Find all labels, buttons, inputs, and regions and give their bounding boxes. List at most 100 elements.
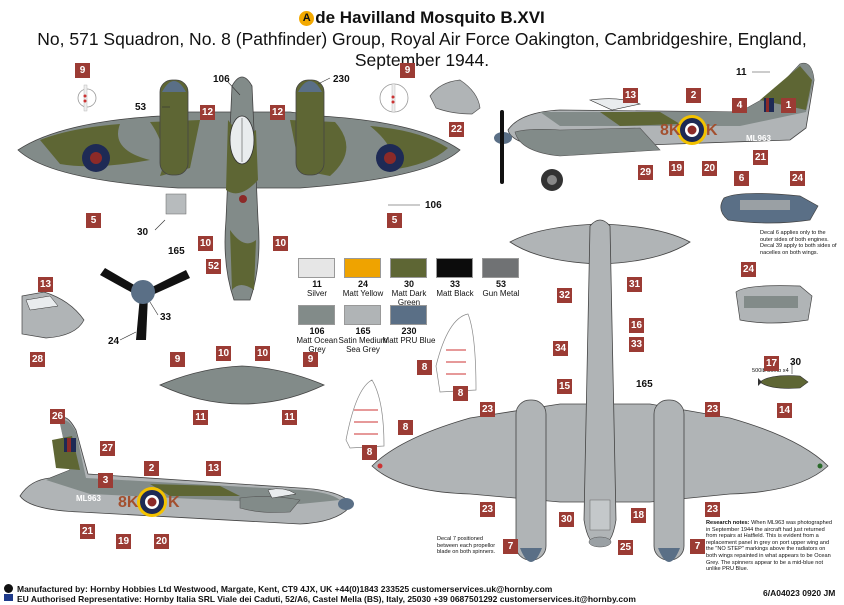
paint-swatch-11: [298, 258, 335, 278]
insignia-detail-left: [77, 84, 97, 112]
callout-8-c: 8: [398, 420, 413, 435]
callout-28: 28: [30, 352, 45, 367]
callout-29: 29: [638, 165, 653, 180]
callout-23-c: 23: [480, 502, 495, 517]
callout-10-left: 10: [198, 236, 213, 251]
callout-22: 22: [449, 122, 464, 137]
callout-165: 165: [168, 246, 185, 257]
underside-view-aircraft: [371, 219, 829, 562]
callout-2-side: 2: [686, 88, 701, 103]
callout-14: 14: [777, 403, 792, 418]
callout-230: 230: [333, 74, 350, 85]
manufacturer-logo-icon: [4, 584, 13, 593]
footer-manufacturer: Manufactured by: Hornby Hobbies Ltd West…: [17, 584, 553, 594]
callout-24-prop: 24: [108, 336, 120, 347]
low-individual-letter: K: [168, 494, 180, 511]
paint-swatch-30: [390, 258, 427, 278]
callout-8-a: 8: [417, 360, 432, 375]
callout-13-side: 13: [623, 88, 638, 103]
note-decal6: Decal 6 applies only to the outer sides …: [760, 230, 837, 256]
callout-13-low: 13: [206, 461, 221, 476]
callout-106-top: 106: [213, 74, 230, 85]
low-serial: ML963: [76, 494, 101, 503]
cowl-detail: [429, 79, 481, 115]
callout-20-side: 20: [702, 161, 717, 176]
callout-19-low: 19: [116, 534, 131, 549]
propeller-front-view: [100, 268, 190, 340]
footer-eu-representative: EU Authorised Representative: Hornby Ita…: [17, 594, 636, 604]
paint-swatch-165: [344, 305, 381, 325]
callout-11-bl: 11: [193, 410, 208, 425]
callout-34: 34: [553, 341, 568, 356]
callout-12-left: 12: [200, 105, 215, 120]
paint-swatch-106: [298, 305, 335, 325]
callout-20-low: 20: [154, 534, 169, 549]
callout-9-right: 9: [400, 63, 415, 78]
callout-17: 17: [764, 356, 779, 371]
fin-detail-a: [435, 313, 477, 393]
paint-swatch-53: [482, 258, 519, 278]
callout-30-bomb: 30: [790, 357, 802, 368]
page-subtitle: No, 571 Squadron, No. 8 (Pathfinder) Gro…: [37, 29, 807, 70]
callout-13-nose: 13: [38, 277, 53, 292]
callout-18: 18: [631, 508, 646, 523]
callout-8-d: 8: [362, 445, 377, 460]
paint-swatch-24: [344, 258, 381, 278]
callout-53: 53: [135, 102, 147, 113]
callout-10-br: 10: [255, 346, 270, 361]
brand-badge: A: [299, 11, 315, 26]
callout-33: 33: [160, 312, 172, 323]
callout-6: 6: [734, 171, 749, 186]
insignia-detail-right: [379, 83, 409, 113]
callout-5-left: 5: [86, 213, 101, 228]
side-code-letters: 8K: [660, 122, 681, 139]
callout-52: 52: [206, 259, 221, 274]
callout-12-right: 12: [270, 105, 285, 120]
callout-30-under: 30: [559, 512, 574, 527]
callout-25: 25: [618, 540, 633, 555]
callout-10-bl: 10: [216, 346, 231, 361]
callout-5-right: 5: [387, 213, 402, 228]
callout-32: 32: [557, 288, 572, 303]
callout-19-side: 19: [669, 161, 684, 176]
callout-4: 4: [732, 98, 747, 113]
callout-7-l: 7: [503, 539, 518, 554]
callout-9-left: 9: [75, 63, 90, 78]
side-individual-letter: K: [706, 122, 718, 139]
note-bomb: 500lb bomb x4: [752, 368, 789, 374]
top-view-aircraft: [17, 76, 461, 405]
callout-16: 16: [629, 318, 644, 333]
callout-9-bl: 9: [170, 352, 185, 367]
callout-33-under: 33: [629, 337, 644, 352]
callout-21-side: 21: [753, 150, 768, 165]
callout-23-b: 23: [705, 402, 720, 417]
eu-flag-icon: [4, 594, 13, 601]
note-decal7: Decal 7 positioned between each propello…: [437, 536, 496, 556]
bomb-detail: [758, 375, 809, 389]
fin-detail-b: [345, 379, 385, 449]
callout-7-r: 7: [690, 539, 705, 554]
side-profile-right: [494, 62, 815, 191]
callout-2-low: 2: [144, 461, 159, 476]
callout-23-d: 23: [705, 502, 720, 517]
callout-11-side: 11: [736, 67, 747, 78]
callout-24-a: 24: [790, 171, 805, 186]
callout-11-br: 11: [282, 410, 297, 425]
low-code-letters: 8K: [118, 494, 139, 511]
callout-1: 1: [781, 98, 796, 113]
callout-106-wing: 106: [425, 200, 442, 211]
callout-10-right: 10: [273, 236, 288, 251]
callout-15: 15: [557, 379, 572, 394]
callout-8-b: 8: [453, 386, 468, 401]
callout-27: 27: [100, 441, 115, 456]
callout-165-under: 165: [636, 379, 653, 390]
